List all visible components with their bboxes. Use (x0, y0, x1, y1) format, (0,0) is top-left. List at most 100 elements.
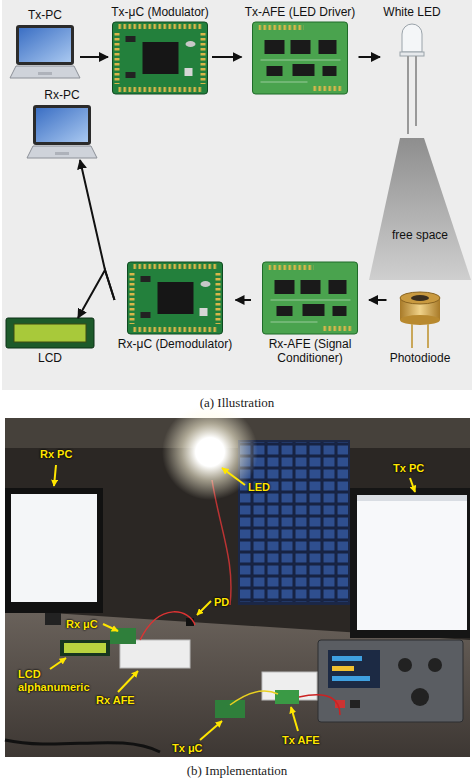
art-shape (350, 488, 470, 638)
art-shape (275, 690, 299, 704)
art-shape (400, 292, 440, 304)
lab-photo (5, 404, 470, 757)
art-shape (54, 465, 56, 486)
art-shape (11, 494, 97, 602)
art-shape (64, 643, 106, 653)
art-shape (332, 666, 354, 671)
conditioner-board (263, 262, 358, 334)
art-shape (350, 700, 360, 708)
art-shape (45, 613, 61, 625)
computer-node: Rx-PC (27, 88, 97, 160)
lcd-node: LCD (6, 318, 94, 365)
microcontroller-board (128, 262, 223, 334)
art-shape (118, 671, 138, 692)
node-label: White LED (380, 5, 444, 19)
driver-board (253, 22, 348, 94)
art-shape (197, 601, 211, 615)
flow-arrow (212, 56, 242, 58)
flow-arrow (369, 299, 387, 301)
laptop-icon (10, 25, 80, 78)
art-shape (299, 695, 340, 715)
art-shape (110, 628, 136, 644)
microcontroller-node: Rx-μC (Demodulator) (115, 262, 236, 351)
laptop-icon (27, 105, 97, 158)
node-label: free space (368, 228, 472, 242)
node-label: LCD (6, 351, 94, 365)
conditioner-board-node: Rx-AFE (Signal Conditioner) (251, 262, 369, 365)
art-shape (5, 488, 103, 613)
art-shape (5, 740, 160, 752)
art-shape (120, 640, 190, 668)
art-shape (230, 691, 278, 705)
art-shape (398, 658, 412, 672)
art-shape (410, 478, 415, 492)
figure-caption: (a) Illustration (200, 395, 275, 411)
art-shape (428, 658, 442, 672)
art-shape (411, 324, 413, 348)
art-shape (332, 676, 370, 681)
node-label: Tx-PC (10, 8, 80, 22)
photo-callout: Rx AFE (96, 694, 135, 707)
flow-arrow (80, 56, 108, 58)
art-shape (407, 56, 409, 134)
art-shape (427, 324, 429, 348)
art-shape (140, 612, 195, 640)
photo-callout: LED (248, 481, 270, 494)
art-shape (60, 640, 110, 656)
art-shape (200, 442, 220, 462)
node-label: Rx-PC (27, 88, 97, 102)
art-shape (402, 24, 422, 52)
flow-arrow (236, 299, 252, 301)
node-label: Tx-μC (Modulator) (108, 5, 212, 19)
node-label: Rx-μC (Demodulator) (115, 337, 236, 351)
art-shape (240, 442, 348, 602)
trapezoid-shape (368, 138, 472, 280)
art-shape (200, 721, 222, 740)
art-shape (400, 315, 440, 325)
light-cone (369, 138, 471, 280)
art-shape (215, 700, 245, 718)
driver-board-node: Tx-AFE (LED Driver) (242, 5, 359, 94)
node-label: Rx-AFE (Signal Conditioner) (254, 337, 366, 365)
connectors (78, 57, 387, 318)
art-shape (411, 688, 429, 706)
node-label: Photodiode (387, 351, 454, 365)
microcontroller-board (113, 22, 208, 94)
leader-arrows (50, 465, 415, 740)
art-shape (222, 468, 245, 485)
art-shape (6, 318, 94, 348)
art-shape (400, 52, 424, 56)
photo-callout: Rx PC (40, 448, 72, 461)
art-shape (328, 650, 380, 688)
led-icon (400, 24, 424, 134)
photo-callout: Tx PC (393, 462, 424, 475)
art-shape (50, 658, 66, 669)
computer-node: Tx-PC (10, 8, 80, 80)
art-shape (332, 656, 362, 661)
panel-ground (2, 0, 472, 390)
art-shape (357, 495, 467, 630)
art-shape (415, 56, 417, 126)
lcd-icon (6, 318, 94, 348)
node-label: Tx-AFE (LED Driver) (242, 5, 359, 19)
led-node: White LED (380, 5, 444, 134)
art-shape (162, 404, 258, 500)
art-shape (411, 295, 429, 301)
photo-callout: PD (214, 596, 229, 609)
photo-callout: Tx AFE (282, 734, 320, 747)
flow-arrow (78, 270, 115, 318)
photo-callout: LCD alphanumeric (18, 668, 98, 694)
free-space-trapezoid: free space (368, 138, 472, 280)
art-shape (291, 707, 298, 731)
photo-callout: Tx μC (172, 742, 203, 755)
photodiode-node: Photodiode (387, 290, 454, 365)
art-shape (103, 624, 118, 631)
photo-callout: Rx μC (66, 618, 98, 631)
flow-arrow (359, 56, 381, 58)
art-shape (14, 324, 86, 342)
microcontroller-node: Tx-μC (Modulator) (108, 5, 212, 94)
flow-arrow (80, 160, 115, 300)
figure-caption: (b) Implementation (187, 763, 288, 779)
